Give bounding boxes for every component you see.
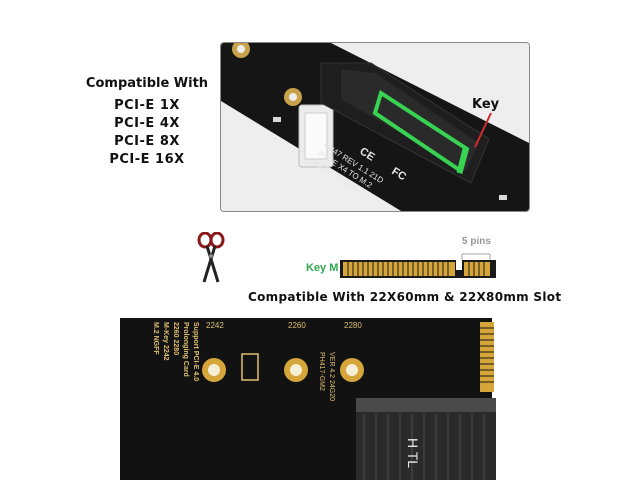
m2-card-photo: 2242 2260 2280 M.2 NGFF M-Key 2242 2260 … — [120, 318, 500, 485]
version-line-2: VER 4.2 24G20 — [328, 352, 335, 401]
board-line-5: Support PCI-E 4.0 — [192, 322, 199, 381]
m2-connector-strip — [340, 252, 500, 287]
key-m-label: Key M — [306, 262, 339, 274]
cable-print: H TL — [405, 438, 421, 468]
scissors-icon — [196, 231, 226, 291]
compat-item-16x: PCI-E 16X — [109, 152, 185, 167]
key-pointer-line — [474, 112, 492, 148]
board-line-1: M.2 NGFF — [152, 322, 159, 355]
slot-compatibility-caption: Compatible With 22X60mm & 22X80mm Slot — [248, 290, 562, 304]
board-line-4: Prolonging Card — [182, 322, 189, 377]
version-line-1: PH417-GM2 — [318, 352, 325, 391]
hole-label-2242: 2242 — [206, 321, 224, 330]
pcie-slot-photo: PH47 REV 1.1 21D PCI-E X4 TO M.2 MADE IN… — [220, 42, 530, 212]
compat-item-1x: PCI-E 1X — [114, 98, 180, 113]
compat-item-8x: PCI-E 8X — [114, 134, 180, 149]
compatibility-list: Compatible With PCI-E 1X PCI-E 4X PCI-E … — [82, 76, 212, 169]
key-label: Key — [472, 97, 500, 112]
compatibility-title: Compatible With — [85, 76, 209, 91]
pcie-board-illustration: PH47 REV 1.1 21D PCI-E X4 TO M.2 MADE IN… — [221, 43, 529, 211]
board-line-2: M-Key 2242 — [162, 322, 169, 361]
compat-item-4x: PCI-E 4X — [114, 116, 180, 131]
hole-label-2280: 2280 — [344, 321, 362, 330]
brand-logo — [241, 353, 259, 381]
hole-label-2260: 2260 — [288, 321, 306, 330]
pins-label: 5 pins — [462, 236, 491, 247]
board-line-3: 2260 2280 — [172, 322, 179, 355]
